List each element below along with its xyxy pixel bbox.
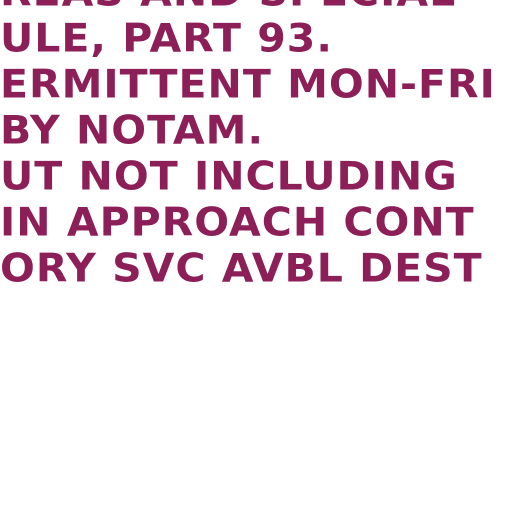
- chart-note-line: ORY SVC AVBL DEST: [0, 245, 483, 292]
- chart-note-line: BY NOTAM.: [0, 107, 265, 154]
- chart-note-line: UT NOT INCLUDING: [0, 153, 458, 200]
- chart-note-line: ULE, PART 93.: [0, 15, 333, 62]
- chart-note-line: REAS AND SPECIAL: [0, 0, 456, 14]
- chart-note-line: ERMITTENT MON-FRI: [0, 61, 496, 108]
- chart-note-line: IN APPROACH CONT: [0, 199, 475, 246]
